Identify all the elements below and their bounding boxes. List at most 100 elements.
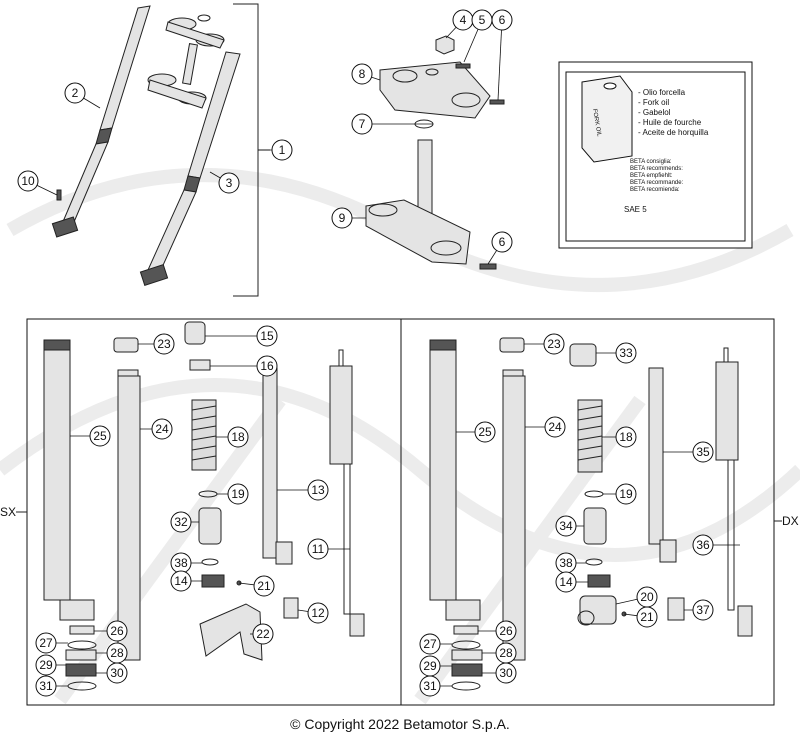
callout-circle	[170, 570, 192, 592]
callout-13: 13	[277, 479, 329, 501]
callout-circle	[252, 623, 274, 645]
callout-number: 1	[279, 143, 286, 157]
callout-number: 9	[339, 211, 346, 225]
oil-line-0: - Olio forcella	[638, 88, 686, 97]
callout-circle	[218, 172, 240, 194]
oil-reco-0: BETA consiglia:	[630, 159, 672, 165]
oil-can-icon	[581, 75, 633, 163]
callout-number: 31	[39, 679, 53, 693]
callout-25: 25	[70, 425, 111, 447]
callout-circle	[491, 9, 513, 31]
callout-circle	[106, 662, 128, 684]
oil-reco-2: BETA empfiehlt:	[630, 173, 673, 179]
right-leg-parts	[429, 337, 753, 691]
callout-number: 33	[619, 346, 633, 360]
callout-4: 4	[445, 9, 474, 39]
oil-info-box: FORK OIL - Olio forcella - Fork oil - Ga…	[558, 61, 753, 249]
callout-number: 24	[548, 420, 562, 434]
callout-29: 29	[419, 655, 452, 677]
callout-14: 14	[170, 570, 202, 592]
callout-circle	[351, 63, 373, 85]
callout-circle	[35, 654, 57, 676]
callout-number: 6	[499, 235, 506, 249]
callout-37: 37	[684, 599, 714, 621]
callout-25: 25	[456, 421, 496, 443]
callout-number: 29	[423, 659, 437, 673]
callout-23: 23	[524, 333, 565, 355]
callout-circle	[544, 416, 566, 438]
callout-circle	[153, 333, 175, 355]
fork-assembly-top	[51, 3, 270, 297]
callout-circle	[307, 538, 329, 560]
callout-circle	[253, 575, 275, 597]
callout-number: 14	[174, 574, 188, 588]
callout-number: 27	[39, 636, 53, 650]
callout-circle	[35, 675, 57, 697]
copyright-notice: © Copyright 2022 Betamotor S.p.A.	[290, 716, 510, 732]
callout-5: 5	[463, 9, 493, 63]
callout-9: 9	[331, 207, 366, 229]
callout-number: 32	[174, 515, 188, 529]
callout-circle	[615, 342, 637, 364]
callout-20: 20	[615, 586, 658, 608]
callout-26: 26	[478, 620, 517, 642]
callout-number: 34	[559, 519, 573, 533]
callout-number: 6	[499, 13, 506, 27]
callout-circle	[543, 333, 565, 355]
oil-can-label: FORK OIL	[591, 108, 602, 137]
callout-number: 13	[311, 483, 325, 497]
oil-reco-1: BETA recommends:	[630, 166, 683, 172]
callout-circle	[615, 426, 637, 448]
callout-15: 15	[205, 325, 278, 347]
callout-circle	[419, 675, 441, 697]
callout-circle	[636, 606, 658, 628]
callout-circle	[227, 426, 249, 448]
callout-8: 8	[351, 63, 381, 85]
callout-30: 30	[96, 662, 128, 684]
callout-circle	[495, 620, 517, 642]
callout-circle	[615, 483, 637, 505]
callout-number: 24	[155, 422, 169, 436]
callout-circle	[170, 511, 192, 533]
callout-circle	[271, 139, 293, 161]
callout-circle	[331, 207, 353, 229]
callout-circle	[307, 602, 329, 624]
callout-11: 11	[307, 538, 350, 560]
callout-18: 18	[216, 426, 249, 448]
callout-circle	[17, 170, 39, 192]
callout-33: 33	[596, 342, 637, 364]
callout-23: 23	[138, 333, 175, 355]
callout-31: 31	[35, 675, 68, 697]
callout-circle	[495, 662, 517, 684]
callout-number: 30	[110, 666, 124, 680]
callout-14: 14	[555, 571, 588, 593]
oil-line-1: - Fork oil	[638, 98, 669, 107]
callout-6: 6	[491, 9, 513, 101]
callout-number: 7	[359, 117, 366, 131]
callout-circle	[256, 325, 278, 347]
callout-number: 12	[311, 606, 325, 620]
callout-19: 19	[217, 483, 249, 505]
callout-circle	[106, 620, 128, 642]
callout-21: 21	[238, 575, 275, 597]
callout-number: 28	[110, 646, 124, 660]
callout-30: 30	[482, 662, 517, 684]
oil-line-4: - Aceite de horquilla	[638, 128, 709, 137]
callout-number: 29	[39, 658, 53, 672]
callout-1: 1	[258, 139, 293, 161]
frame-right	[400, 318, 775, 706]
callout-circle	[419, 633, 441, 655]
callout-number: 31	[423, 679, 437, 693]
callout-number: 28	[499, 646, 513, 660]
callout-10: 10	[17, 170, 58, 196]
callout-circle	[555, 515, 577, 537]
callout-number: 26	[110, 624, 124, 638]
callout-16: 16	[210, 355, 278, 377]
callout-36: 36	[692, 534, 740, 556]
callout-31: 31	[419, 675, 452, 697]
spring-right	[577, 399, 603, 473]
callout-number: 16	[260, 359, 274, 373]
callout-number: 36	[696, 538, 710, 552]
callout-number: 25	[478, 425, 492, 439]
